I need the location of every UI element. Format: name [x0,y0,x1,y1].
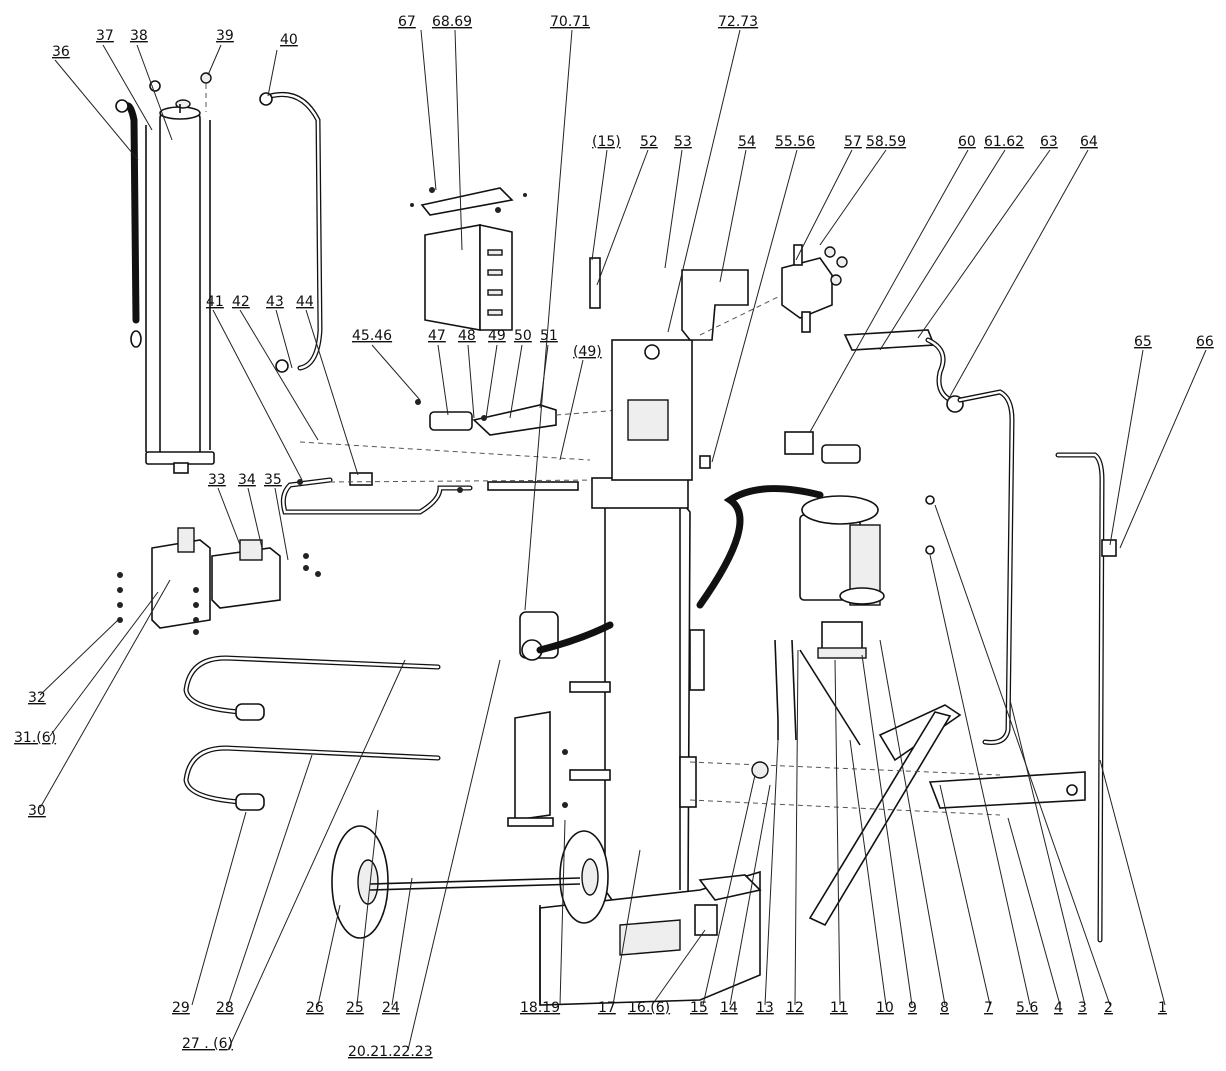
operating-lever [1055,452,1117,943]
label-61-62: 61.62 [984,134,1024,150]
label-14: 14 [720,1000,738,1016]
wheel-assembly [331,825,609,939]
label-20-23: 20.21.22.23 [348,1044,433,1060]
label-7: 7 [984,1000,993,1016]
label-52: 52 [640,134,658,150]
label-53: 53 [674,134,692,150]
spacer-rod [589,257,601,309]
label-58-59: 58.59 [866,134,906,150]
valve-block [784,431,814,455]
log-arm [808,704,1086,927]
label-67: 67 [398,14,416,30]
label-38: 38 [130,28,148,44]
label-64: 64 [1080,134,1098,150]
mounting-plate [410,187,527,216]
label-50: 50 [514,328,532,344]
nut-part-37 [149,80,161,92]
label-2: 2 [1104,1000,1113,1016]
label-25: 25 [346,1000,364,1016]
valve-rod-assembly [415,399,557,436]
pressure-hose [259,92,323,373]
label-37: 37 [96,28,114,44]
control-valve [781,244,848,333]
valve-cover-box [424,224,513,331]
label-65: 65 [1134,334,1152,350]
gear-pump [817,621,867,659]
label-70-71: 70.71 [550,14,590,30]
label-35: 35 [264,472,282,488]
label-49-parenthesized: (49) [573,344,602,360]
part-labels: 36 37 38 39 40 67 68.69 70.71 72.73 (15)… [14,14,1214,1060]
wedge-blocks [117,527,321,635]
control-handle-frame [280,472,473,515]
label-34: 34 [238,472,256,488]
hydraulic-pipe [843,329,1015,745]
label-18-19: 18.19 [520,1000,560,1016]
label-32: 32 [28,690,46,706]
label-10: 10 [876,1000,894,1016]
label-13: 13 [756,1000,774,1016]
label-33: 33 [208,472,226,488]
label-48: 48 [458,328,476,344]
label-1: 1 [1158,1000,1167,1016]
label-72-73: 72.73 [718,14,758,30]
label-15: 15 [690,1000,708,1016]
label-43: 43 [266,294,284,310]
label-27-6: 27 . (6) [182,1036,233,1052]
label-42: 42 [232,294,250,310]
label-16-6: 16.(6) [628,1000,670,1016]
main-column [591,339,705,901]
hose-fitting [751,761,769,779]
label-40: 40 [280,32,298,48]
label-51: 51 [540,328,558,344]
suction-hose [774,639,779,740]
seal-fitting [699,455,711,469]
label-29: 29 [172,1000,190,1016]
support-stand [507,711,554,827]
label-63: 63 [1040,134,1058,150]
label-60: 60 [958,134,976,150]
hydraulic-cylinder [145,99,215,474]
label-36: 36 [52,44,70,60]
label-49: 49 [488,328,506,344]
label-26: 26 [306,1000,324,1016]
label-15-parenthesized: (15) [592,134,621,150]
parts-artwork [115,72,1117,1006]
label-31-6: 31.(6) [14,730,56,746]
leader-lines [39,29,1207,1051]
valve-rod [487,481,579,491]
label-12: 12 [786,1000,804,1016]
label-57: 57 [844,134,862,150]
label-55-56: 55.56 [775,134,815,150]
label-44: 44 [296,294,314,310]
label-4: 4 [1054,1000,1063,1016]
label-8: 8 [940,1000,949,1016]
label-30: 30 [28,803,46,819]
column-bracket-2 [569,769,611,781]
label-54: 54 [738,134,756,150]
label-39: 39 [216,28,234,44]
label-41: 41 [206,294,224,310]
suction-hose-2 [791,639,797,741]
valve-spool [821,444,861,464]
return-hose [115,99,142,348]
label-45-46: 45.46 [352,328,392,344]
label-11: 11 [830,1000,848,1016]
nut-part-39 [200,72,212,84]
label-28: 28 [216,1000,234,1016]
label-66: 66 [1196,334,1214,350]
electric-motor [799,495,935,606]
label-68-69: 68.69 [432,14,472,30]
label-47: 47 [428,328,446,344]
label-5-6: 5.6 [1016,1000,1038,1016]
lift-handles [183,655,441,811]
label-17: 17 [598,1000,616,1016]
valve-bracket [681,269,749,341]
label-3: 3 [1078,1000,1087,1016]
label-24: 24 [382,1000,400,1016]
column-bracket-1 [569,681,611,693]
pump-fitting [519,611,614,661]
label-9: 9 [908,1000,917,1016]
